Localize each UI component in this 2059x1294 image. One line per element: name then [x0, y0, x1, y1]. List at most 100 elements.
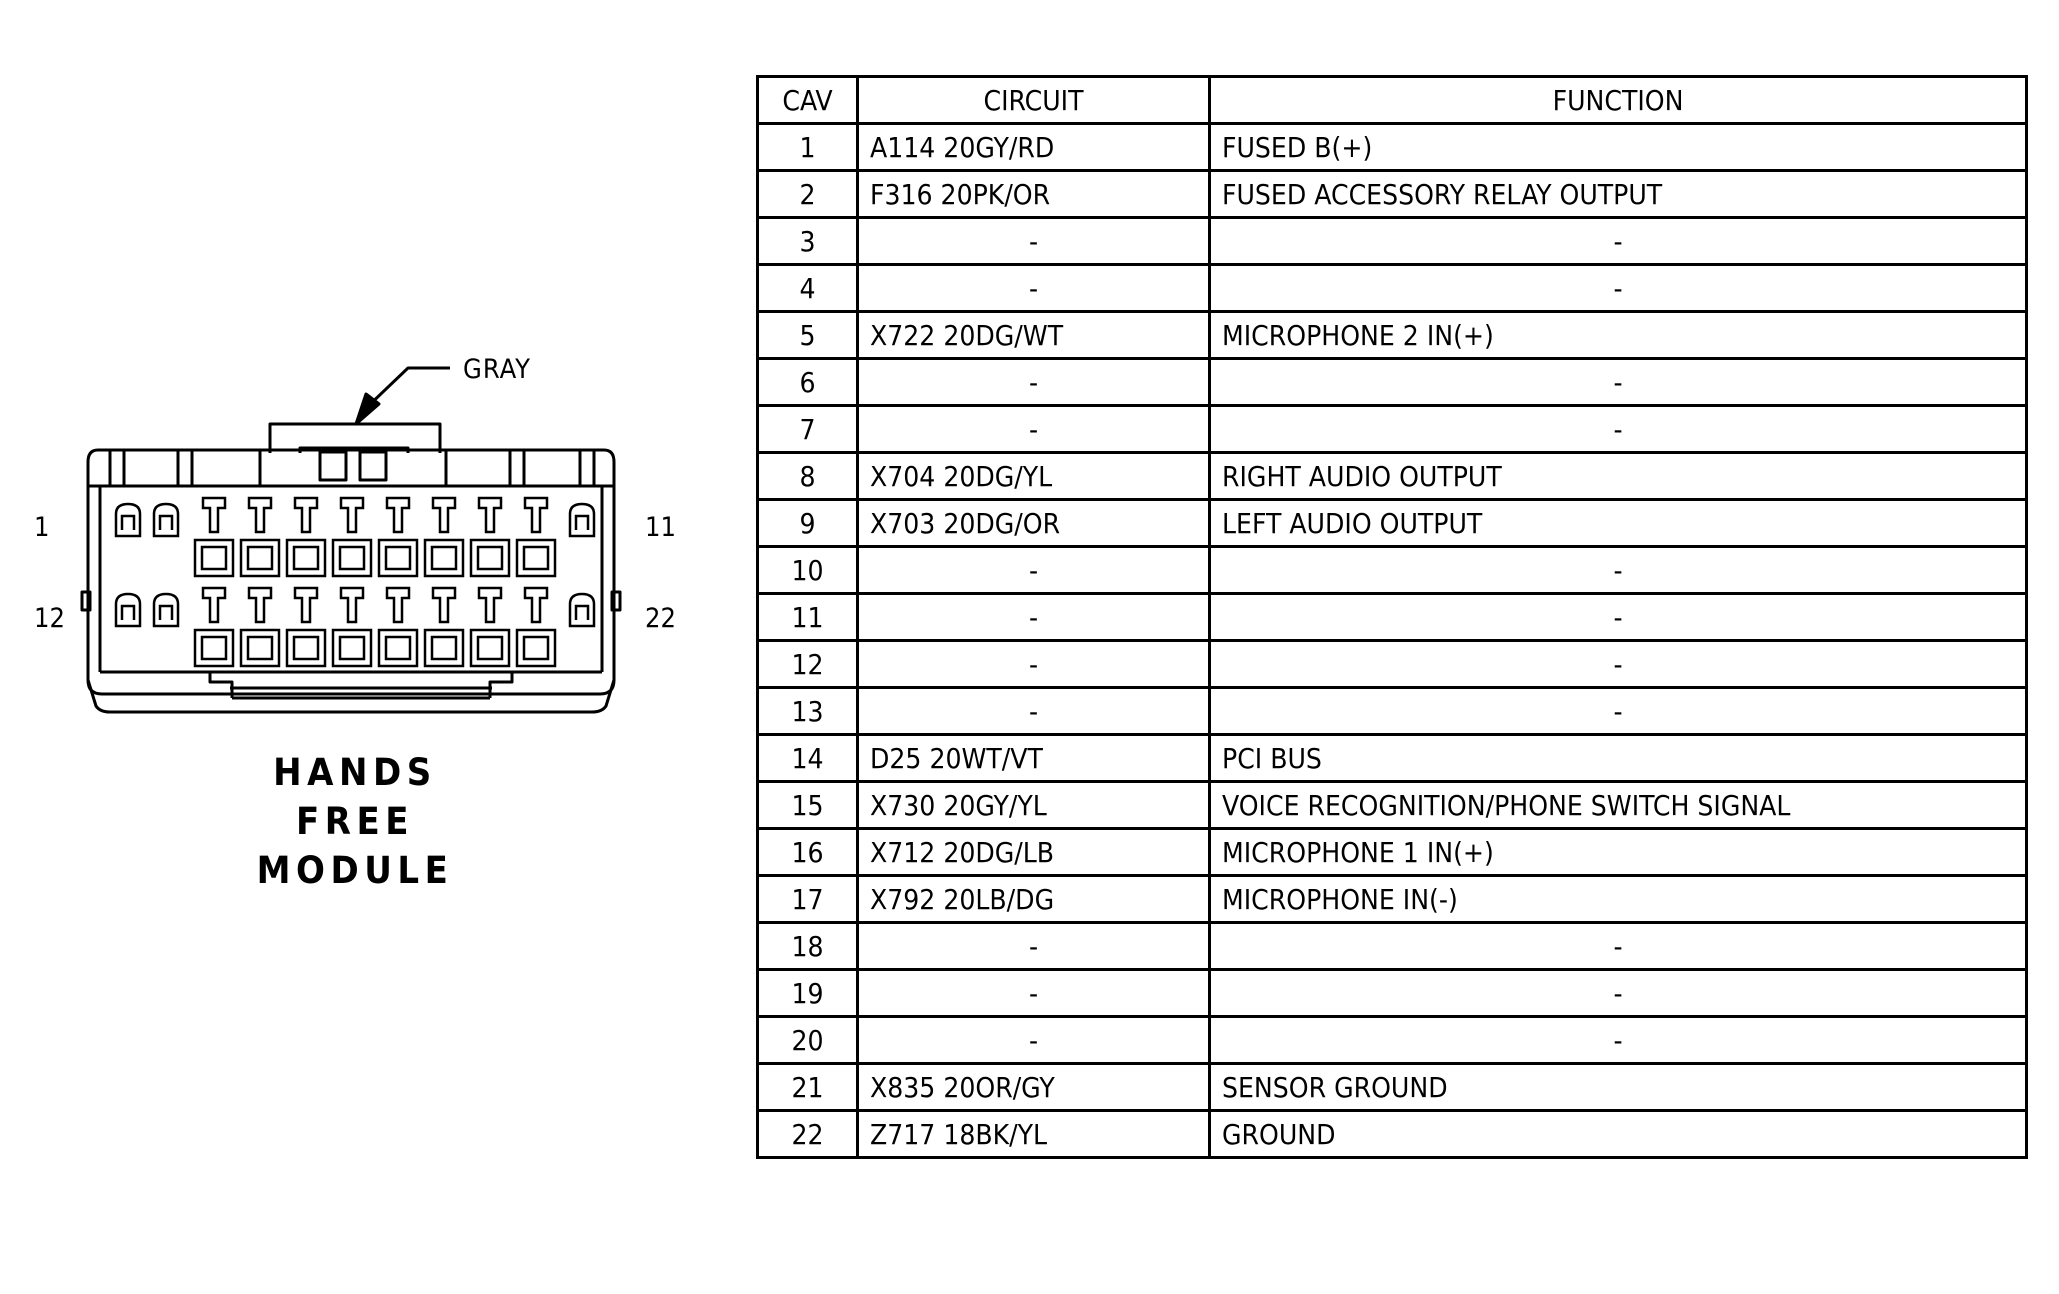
connector-title-line: FREE — [295, 800, 415, 843]
table-row: 12-- — [756, 639, 2028, 689]
function-cell: - — [1208, 1015, 2028, 1065]
terminal-cavity-inner — [476, 635, 504, 661]
terminal-cavity-inner — [522, 545, 550, 571]
header-circuit: CIRCUIT — [856, 75, 1211, 125]
circuit-cell: A114 20GY/RD — [856, 122, 1211, 172]
table-row: 11-- — [756, 592, 2028, 642]
function-cell: - — [1208, 357, 2028, 407]
terminal-lock — [339, 586, 365, 624]
terminal-cavity-inner — [292, 545, 320, 571]
function-cell: MICROPHONE IN(-) — [1208, 874, 2028, 924]
function-cell: PCI BUS — [1208, 733, 2028, 783]
terminal-lock — [247, 586, 273, 624]
circuit-cell: X792 20LB/DG — [856, 874, 1211, 924]
function-cell: MICROPHONE 1 IN(+) — [1208, 827, 2028, 877]
terminal-cavity — [331, 628, 373, 668]
cav-cell: 6 — [756, 357, 859, 407]
leader-line — [360, 366, 450, 414]
terminal-cavity — [469, 538, 511, 578]
circuit-cell: X712 20DG/LB — [856, 827, 1211, 877]
terminal-cavity-inner — [384, 545, 412, 571]
cav-cell: 2 — [756, 169, 859, 219]
function-cell: - — [1208, 968, 2028, 1018]
latch-cavity — [152, 592, 180, 628]
circuit-cell: D25 20WT/VT — [856, 733, 1211, 783]
terminal-lock — [431, 586, 457, 624]
terminal-cavity — [331, 538, 373, 578]
table-row: 20-- — [756, 1015, 2028, 1065]
function-cell: LEFT AUDIO OUTPUT — [1208, 498, 2028, 548]
terminal-cavity-inner — [338, 635, 366, 661]
terminal-lock — [523, 586, 549, 624]
terminal-cavity-inner — [430, 545, 458, 571]
circuit-cell: - — [856, 592, 1211, 642]
function-cell: GROUND — [1208, 1109, 2028, 1159]
terminal-cavity — [515, 628, 557, 668]
header-cav: CAV — [756, 75, 859, 125]
function-cell: - — [1208, 545, 2028, 595]
circuit-cell: - — [856, 545, 1211, 595]
terminal-lock — [201, 496, 227, 534]
connector-title-line: HANDS — [273, 751, 437, 794]
circuit-cell: - — [856, 686, 1211, 736]
terminal-cavity-inner — [384, 635, 412, 661]
circuit-cell: X730 20GY/YL — [856, 780, 1211, 830]
table-row: 7-- — [756, 404, 2028, 454]
latch-cavity — [568, 502, 596, 538]
latch-cavity — [568, 592, 596, 628]
function-cell: FUSED B(+) — [1208, 122, 2028, 172]
arrowhead — [354, 392, 381, 426]
terminal-cavity — [377, 538, 419, 578]
cav-cell: 21 — [756, 1062, 859, 1112]
terminal-cavity-inner — [430, 635, 458, 661]
table-row: 10-- — [756, 545, 2028, 595]
function-cell: - — [1208, 216, 2028, 266]
function-cell: VOICE RECOGNITION/PHONE SWITCH SIGNAL — [1208, 780, 2028, 830]
cav-cell: 8 — [756, 451, 859, 501]
circuit-cell: - — [856, 357, 1211, 407]
cav-cell: 16 — [756, 827, 859, 877]
latch-cavity — [114, 502, 142, 538]
function-cell: - — [1208, 263, 2028, 313]
table-header-row: CAV CIRCUIT FUNCTION — [756, 75, 2028, 125]
function-cell: - — [1208, 921, 2028, 971]
function-cell: MICROPHONE 2 IN(+) — [1208, 310, 2028, 360]
function-cell: RIGHT AUDIO OUTPUT — [1208, 451, 2028, 501]
circuit-cell: - — [856, 404, 1211, 454]
function-cell: - — [1208, 686, 2028, 736]
terminal-lock — [339, 496, 365, 534]
terminal-lock — [293, 586, 319, 624]
table-row: 3-- — [756, 216, 2028, 266]
cav-cell: 17 — [756, 874, 859, 924]
circuit-cell: X835 20OR/GY — [856, 1062, 1211, 1112]
terminal-cavity — [285, 538, 327, 578]
circuit-cell: - — [856, 263, 1211, 313]
terminal-lock — [431, 496, 457, 534]
terminal-cavity-inner — [246, 545, 274, 571]
terminal-cavity-inner — [476, 545, 504, 571]
function-cell: - — [1208, 639, 2028, 689]
terminal-lock — [247, 496, 273, 534]
circuit-cell: - — [856, 216, 1211, 266]
pin-label-bottom-right: 22 — [645, 603, 676, 634]
table-row: 13-- — [756, 686, 2028, 736]
terminal-cavity-inner — [200, 545, 228, 571]
lock-window — [358, 450, 388, 482]
circuit-cell: - — [856, 639, 1211, 689]
latch-cavity — [152, 502, 180, 538]
connector-title-line: MODULE — [256, 849, 454, 892]
terminal-cavity — [193, 538, 235, 578]
terminal-cavity — [377, 628, 419, 668]
terminal-cavity-inner — [522, 635, 550, 661]
pin-label-top-right: 11 — [645, 512, 676, 543]
terminal-cavity — [239, 538, 281, 578]
table-row: 4-- — [756, 263, 2028, 313]
terminal-cavity — [515, 538, 557, 578]
